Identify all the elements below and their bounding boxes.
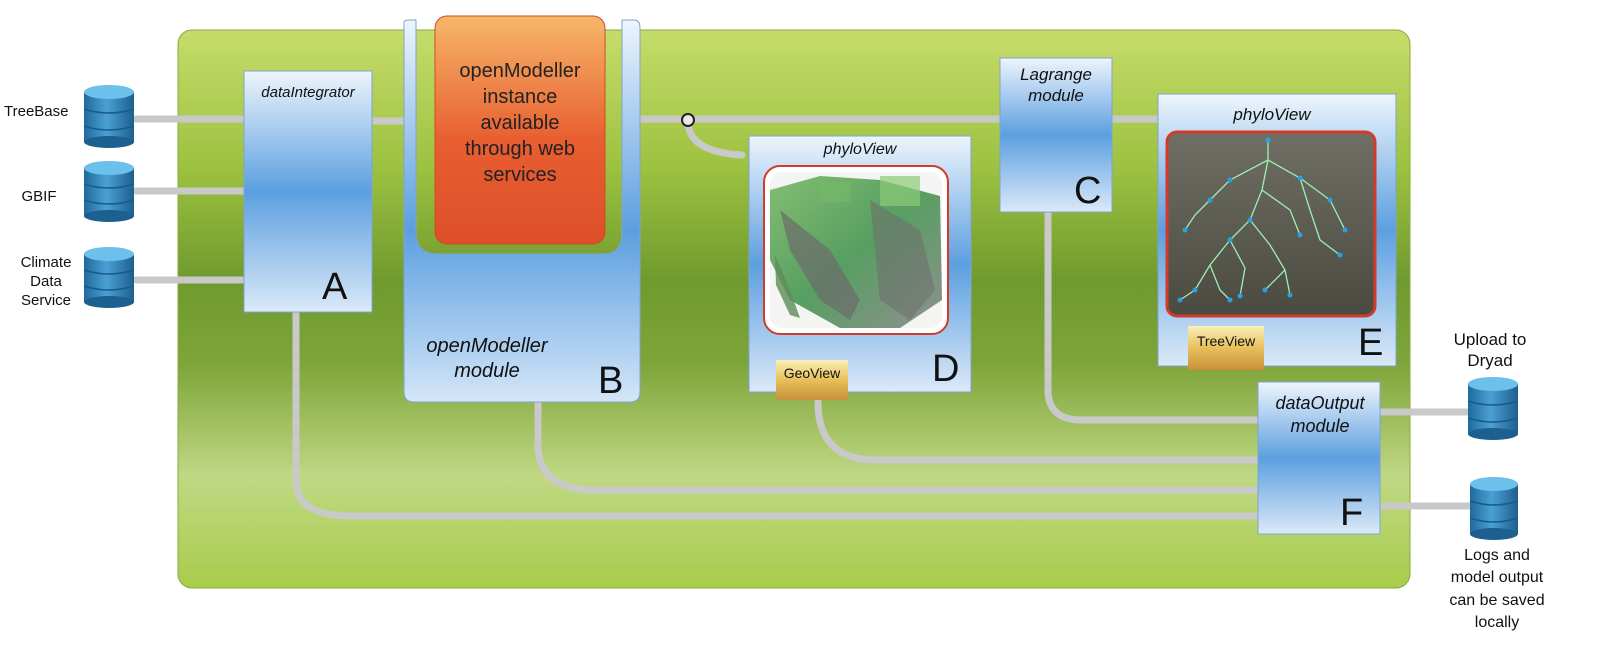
geoview-badge-label: GeoView bbox=[783, 365, 841, 381]
module-title-data-output: dataOutput module bbox=[1275, 393, 1365, 436]
treeview-frame[interactable] bbox=[1165, 130, 1377, 318]
openmodeller-instance[interactable] bbox=[434, 15, 606, 245]
module-data-output[interactable] bbox=[1257, 381, 1381, 535]
source-label-climate: Climate Data Service bbox=[20, 254, 72, 309]
database-icon-logs[interactable] bbox=[1469, 477, 1519, 540]
geoview-map-image bbox=[770, 172, 942, 328]
output-label-dryad: Upload to Dryad bbox=[1453, 330, 1527, 371]
module-title-lagrange: Lagrange module bbox=[1020, 65, 1092, 106]
module-title-data-integrator: dataIntegrator bbox=[261, 84, 355, 101]
database-icon-treebase[interactable] bbox=[83, 85, 135, 148]
module-open-modeller[interactable] bbox=[403, 19, 641, 403]
module-letter-d: D bbox=[932, 348, 960, 390]
module-lagrange[interactable] bbox=[999, 57, 1113, 213]
source-label-treebase: TreeBase bbox=[4, 103, 69, 120]
source-label-gbif: GBIF bbox=[21, 188, 57, 205]
module-letter-a: A bbox=[322, 266, 348, 308]
openmodeller-instance-text: openModeller instance available through … bbox=[459, 60, 581, 186]
treeview-badge[interactable] bbox=[1188, 326, 1264, 370]
geoview-badge[interactable] bbox=[776, 360, 848, 400]
module-data-integrator[interactable] bbox=[243, 70, 373, 313]
connector-integrator-output bbox=[292, 308, 1262, 520]
module-title-open-modeller: openModeller module bbox=[426, 335, 548, 382]
treeview-tree-image bbox=[1179, 140, 1346, 301]
treeview-nodes bbox=[1177, 137, 1348, 303]
module-letter-e: E bbox=[1358, 322, 1384, 364]
connector-lagrange-output bbox=[1044, 208, 1262, 424]
treeview-badge-label: TreeView bbox=[1196, 333, 1256, 349]
module-letter-c: C bbox=[1074, 170, 1102, 212]
connector-geoview-output bbox=[814, 398, 1262, 464]
module-letter-b: B bbox=[598, 360, 624, 402]
connectors bbox=[132, 115, 1474, 520]
output-label-logs: Logs and model output can be saved local… bbox=[1449, 547, 1545, 632]
junction-node bbox=[681, 113, 695, 127]
module-title-phyloview-geo: phyloView bbox=[823, 141, 897, 158]
database-icon-dryad[interactable] bbox=[1467, 377, 1519, 440]
module-letter-f: F bbox=[1340, 492, 1364, 534]
module-title-phyloview-tree: phyloView bbox=[1233, 105, 1311, 124]
database-icon-climate[interactable] bbox=[83, 247, 135, 308]
connector-openmodeller-output bbox=[534, 398, 1262, 494]
database-icon-gbif[interactable] bbox=[83, 161, 135, 222]
